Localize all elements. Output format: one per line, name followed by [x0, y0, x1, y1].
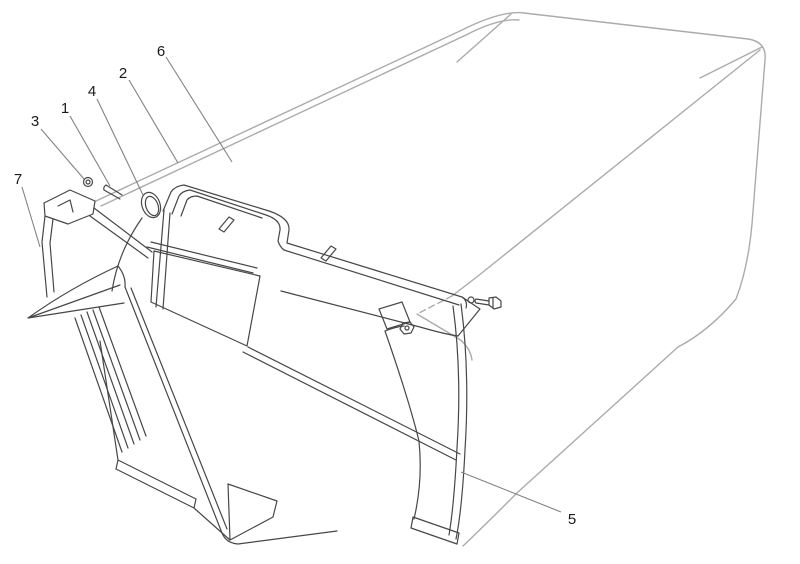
leader-line-5: [460, 471, 562, 513]
front-bracket-notch: [57, 199, 74, 213]
leader-line-1: [69, 115, 111, 187]
bag-peak-crease: [456, 13, 512, 63]
rail-tab-left: [218, 216, 235, 233]
leader-line-7: [21, 186, 41, 248]
rail-lower-edge: [280, 290, 459, 337]
right-leg: [384, 303, 468, 545]
leader-line-4: [96, 98, 144, 196]
rod-shaft: [103, 184, 123, 200]
panel-foot: [115, 459, 231, 541]
vent-slats: [74, 306, 147, 453]
rail-latch-slot: [378, 301, 411, 330]
frame-handle: [162, 184, 481, 337]
pointed-fin: [27, 265, 126, 319]
callout-label-7: 7: [14, 171, 22, 188]
bracket-to-plate-edge: [89, 207, 153, 259]
callout-label-2: 2: [119, 65, 127, 82]
leader-line-6: [165, 56, 233, 163]
panel-notch: [227, 483, 278, 541]
side-channel: [27, 215, 143, 319]
front-bracket: [43, 189, 96, 225]
bag-corner-crease: [699, 46, 763, 79]
rail-end-pivot: [467, 296, 475, 304]
callout-label-4: 4: [88, 83, 96, 100]
leader-line-2: [128, 79, 179, 164]
bag-front-diagonal-seam: [451, 49, 761, 297]
callout-label-1: 1: [61, 100, 69, 117]
chute-front-curve: [111, 217, 143, 292]
right-bolt: [474, 296, 502, 310]
leader-lines: [21, 56, 562, 513]
callout-label-6: 6: [157, 43, 165, 60]
leader-line-3: [40, 128, 85, 180]
callout-labels: 1 2 3 4 5 6 7: [14, 43, 576, 528]
rod-end-boss: [140, 191, 162, 219]
callout-label-3: 3: [31, 113, 39, 130]
bag-body-outline: [95, 11, 766, 547]
screw-head: [82, 176, 94, 188]
leg-nut: [399, 321, 415, 335]
bag-lower-seam-behind-leg: [416, 313, 473, 361]
mouth-plate: [146, 209, 261, 347]
bag-top-edge-inner-line: [100, 19, 520, 207]
chute-lower-rail: [242, 346, 461, 461]
grass-bag-outline: [95, 11, 766, 547]
chute-front-panel: [74, 286, 338, 545]
rail-tab-right: [320, 245, 337, 262]
bag-seam-hidden-dashes: [416, 295, 453, 315]
bag-frame: [27, 176, 502, 545]
callout-label-5: 5: [568, 511, 576, 528]
